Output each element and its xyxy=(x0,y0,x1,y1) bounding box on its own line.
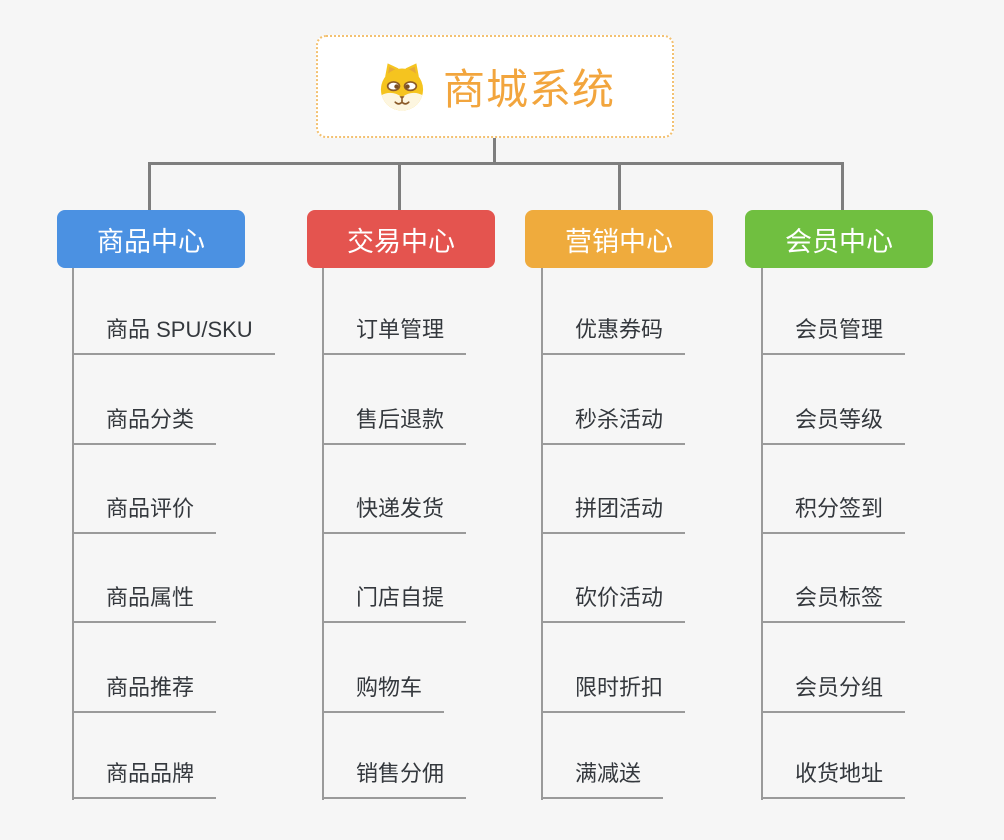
leaf-node[interactable]: 会员管理 xyxy=(761,314,906,355)
leaf-node[interactable]: 售后退款 xyxy=(322,404,467,445)
leaf-node[interactable]: 会员等级 xyxy=(761,404,906,445)
leaf-node[interactable]: 满减送 xyxy=(541,758,664,799)
branch-node-trade-center[interactable]: 交易中心 xyxy=(307,210,495,268)
leaf-node[interactable]: 积分签到 xyxy=(761,493,906,534)
branch-node-marketing-center[interactable]: 营销中心 xyxy=(525,210,713,268)
leaf-node[interactable]: 订单管理 xyxy=(322,314,467,355)
branch-trunk-line xyxy=(541,268,543,800)
root-node[interactable]: 商城系统 xyxy=(316,35,674,138)
leaf-node[interactable]: 商品品牌 xyxy=(72,758,217,799)
leaf-node[interactable]: 商品分类 xyxy=(72,404,217,445)
leaf-node[interactable]: 门店自提 xyxy=(322,582,467,623)
leaf-node[interactable]: 商品属性 xyxy=(72,582,217,623)
connector-drop-branch-2 xyxy=(398,162,401,210)
leaf-node[interactable]: 拼团活动 xyxy=(541,493,686,534)
connector-root-stem xyxy=(493,136,496,164)
leaf-node[interactable]: 销售分佣 xyxy=(322,758,467,799)
leaf-node[interactable]: 会员标签 xyxy=(761,582,906,623)
leaf-node[interactable]: 商品 SPU/SKU xyxy=(72,314,275,355)
branch-node-product-center[interactable]: 商品中心 xyxy=(57,210,245,268)
leaf-node[interactable]: 优惠券码 xyxy=(541,314,686,355)
connector-drop-branch-3 xyxy=(618,162,621,210)
branch-trunk-line xyxy=(72,268,74,800)
leaf-node[interactable]: 商品评价 xyxy=(72,493,217,534)
leaf-node[interactable]: 会员分组 xyxy=(761,672,906,713)
dog-face-icon xyxy=(380,62,424,111)
leaf-node[interactable]: 收货地址 xyxy=(761,758,906,799)
leaf-node[interactable]: 限时折扣 xyxy=(541,672,686,713)
leaf-node[interactable]: 秒杀活动 xyxy=(541,404,686,445)
branch-trunk-line xyxy=(322,268,324,800)
leaf-node[interactable]: 购物车 xyxy=(322,672,445,713)
branch-node-member-center[interactable]: 会员中心 xyxy=(745,210,933,268)
connector-horizontal xyxy=(148,162,844,165)
leaf-node[interactable]: 商品推荐 xyxy=(72,672,217,713)
leaf-node[interactable]: 快递发货 xyxy=(322,493,467,534)
leaf-node[interactable]: 砍价活动 xyxy=(541,582,686,623)
connector-drop-branch-4 xyxy=(841,162,844,210)
branch-trunk-line xyxy=(761,268,763,800)
root-title: 商城系统 xyxy=(442,66,615,113)
connector-drop-branch-1 xyxy=(148,162,151,210)
